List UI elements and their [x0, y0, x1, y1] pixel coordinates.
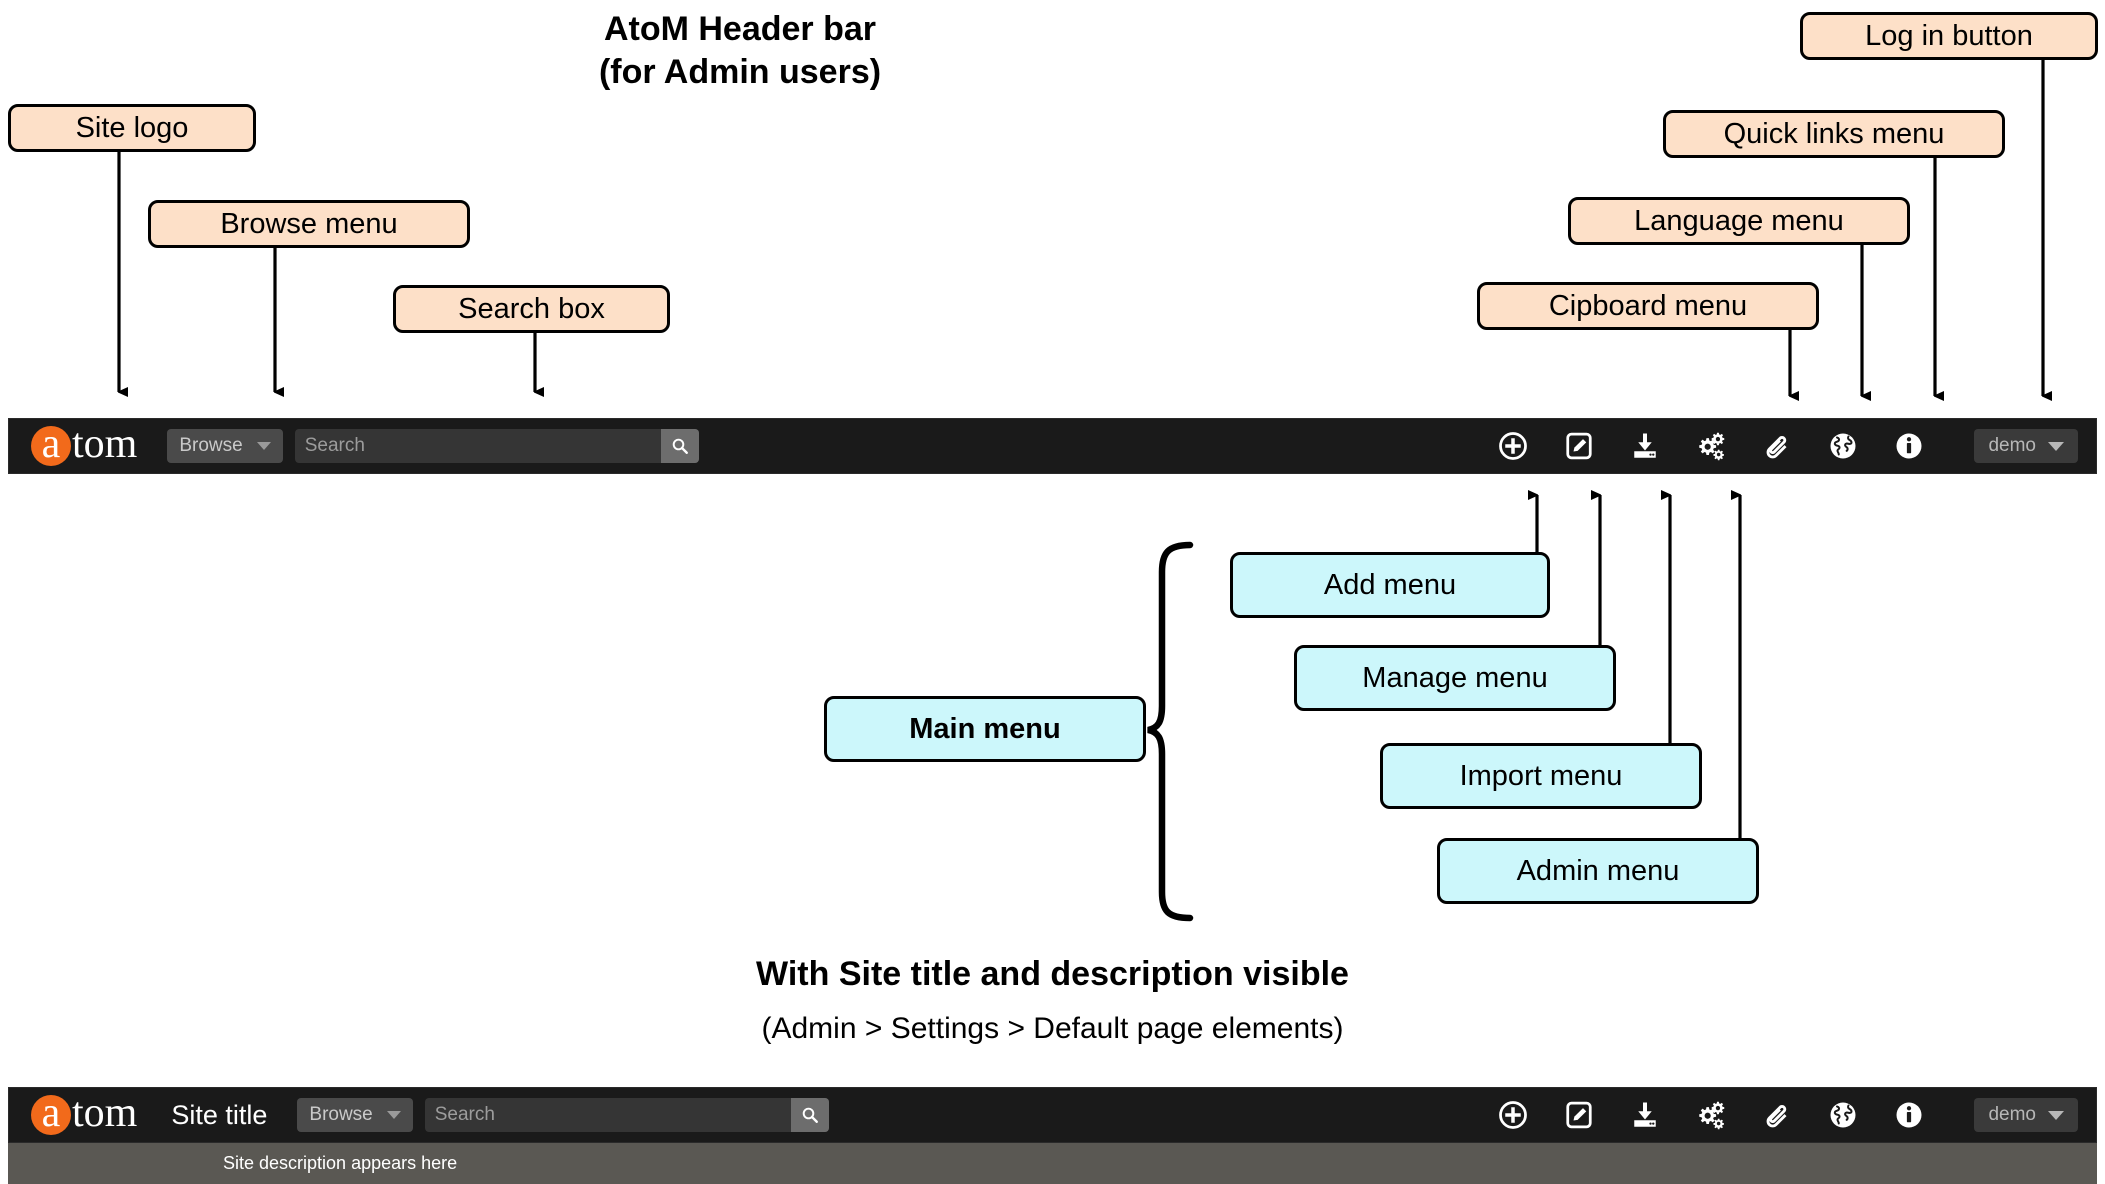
- callout-main-menu-label: Main menu: [909, 712, 1061, 745]
- site-description-text: Site description appears here: [223, 1153, 458, 1173]
- logo-text-tom: tom: [72, 421, 138, 467]
- quick-links-info-icon[interactable]: [1892, 1098, 1926, 1132]
- admin-gears-icon[interactable]: [1694, 1098, 1728, 1132]
- page-title-line1: AtoM Header bar: [603, 10, 877, 48]
- search-icon: [802, 1107, 818, 1123]
- browse-menu-button[interactable]: Browse: [297, 1098, 413, 1132]
- callout-clipboard-menu: Cipboard menu: [1477, 282, 1819, 330]
- clipboard-paperclip-icon[interactable]: [1760, 1098, 1794, 1132]
- callout-language-menu: Language menu: [1568, 197, 1910, 245]
- search-input[interactable]: [294, 429, 661, 463]
- logo-text-tom: tom: [72, 1090, 138, 1136]
- search-box[interactable]: [294, 429, 699, 463]
- user-menu-button[interactable]: demo: [1974, 1098, 2078, 1132]
- callout-search-box: Search box: [393, 285, 670, 333]
- callout-browse-menu: Browse menu: [148, 200, 470, 248]
- chevron-down-icon: [2048, 441, 2064, 451]
- chevron-down-icon: [2048, 1110, 2064, 1120]
- language-globe-icon[interactable]: [1826, 429, 1860, 463]
- user-menu-label: demo: [1988, 1104, 2036, 1125]
- site-logo[interactable]: a tom: [31, 1092, 137, 1138]
- callout-site-logo: Site logo: [8, 104, 256, 152]
- site-title: Site title: [171, 1099, 268, 1130]
- search-submit-button[interactable]: [790, 1098, 829, 1132]
- callout-manage-menu: Manage menu: [1294, 645, 1616, 711]
- callout-main-menu: Main menu: [824, 696, 1146, 762]
- callout-admin-menu-label: Admin menu: [1516, 854, 1680, 887]
- site-logo[interactable]: a tom: [31, 423, 137, 469]
- browse-menu-label: Browse: [179, 435, 243, 456]
- page-title-line2: (for Admin users): [598, 52, 882, 91]
- callout-site-logo-label: Site logo: [75, 111, 189, 144]
- callout-add-menu: Add menu: [1230, 552, 1550, 618]
- logo-letter-a: a: [31, 423, 71, 466]
- chevron-down-icon: [256, 442, 271, 450]
- callout-import-menu-label: Import menu: [1459, 759, 1623, 792]
- callout-manage-menu-label: Manage menu: [1362, 661, 1548, 694]
- clipboard-paperclip-icon[interactable]: [1760, 429, 1794, 463]
- callout-log-in-button-label: Log in button: [1865, 19, 2033, 52]
- callout-log-in-button: Log in button: [1800, 12, 2098, 60]
- user-menu-button[interactable]: demo: [1974, 429, 2078, 463]
- section2-subtitle: (Admin > Settings > Default page element…: [761, 1012, 1344, 1045]
- search-icon: [672, 438, 688, 454]
- atom-header-bar-with-title: a tom Site title Browse: [8, 1087, 2097, 1143]
- manage-icon[interactable]: [1562, 429, 1596, 463]
- callout-language-menu-label: Language menu: [1634, 204, 1844, 237]
- search-box[interactable]: [424, 1098, 829, 1132]
- chevron-down-icon: [386, 1111, 401, 1119]
- search-input[interactable]: [424, 1098, 791, 1132]
- user-menu-label: demo: [1988, 435, 2036, 456]
- callout-add-menu-label: Add menu: [1323, 568, 1457, 601]
- browse-menu-button[interactable]: Browse: [167, 429, 283, 463]
- callout-search-box-label: Search box: [458, 292, 605, 325]
- import-icon[interactable]: [1628, 429, 1662, 463]
- import-icon[interactable]: [1628, 1098, 1662, 1132]
- manage-icon[interactable]: [1562, 1098, 1596, 1132]
- quick-links-info-icon[interactable]: [1892, 429, 1926, 463]
- main-menu-brace: [1147, 541, 1194, 922]
- site-description-bar: Site description appears here: [8, 1143, 2097, 1184]
- add-icon[interactable]: [1496, 1098, 1530, 1132]
- callout-admin-menu: Admin menu: [1437, 838, 1759, 904]
- main-menu-icon-group: demo: [1496, 1098, 2078, 1132]
- page-title: AtoM Header bar (for Admin users): [480, 8, 1000, 93]
- callout-clipboard-menu-label: Cipboard menu: [1548, 289, 1748, 322]
- browse-menu-label: Browse: [309, 1104, 373, 1125]
- atom-header-bar-admin: a tom Browse: [8, 418, 2097, 474]
- main-menu-icon-group: demo: [1496, 429, 2078, 463]
- callout-quick-links-menu-label: Quick links menu: [1723, 117, 1945, 150]
- add-icon[interactable]: [1496, 429, 1530, 463]
- admin-gears-icon[interactable]: [1694, 429, 1728, 463]
- section2-title: With Site title and description visible: [756, 955, 1349, 993]
- logo-letter-a: a: [31, 1092, 71, 1135]
- language-globe-icon[interactable]: [1826, 1098, 1860, 1132]
- callout-browse-menu-label: Browse menu: [220, 207, 398, 240]
- callout-quick-links-menu: Quick links menu: [1663, 110, 2005, 158]
- callout-import-menu: Import menu: [1380, 743, 1702, 809]
- search-submit-button[interactable]: [660, 429, 699, 463]
